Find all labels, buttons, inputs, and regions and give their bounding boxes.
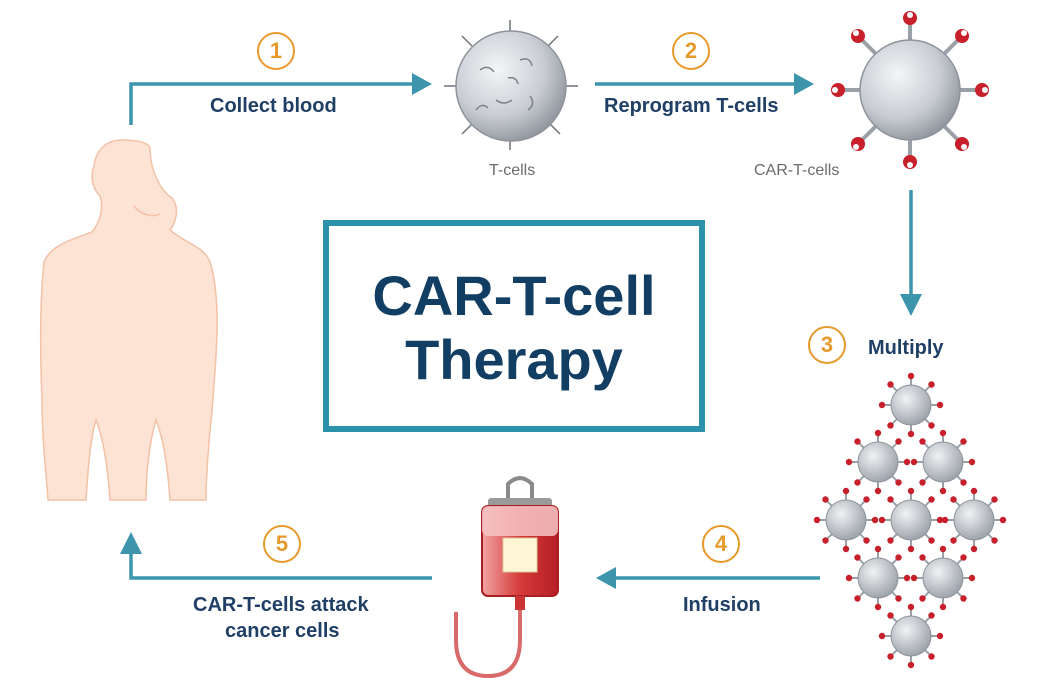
arrow-infusion-head [596,567,616,589]
car-t-cell-small-icon [845,429,911,495]
step-label-collect-blood: Collect blood [210,95,337,117]
car-t-cell-small-icon [941,487,1007,553]
human-body-icon [39,139,218,501]
iv-bag-icon [454,476,559,679]
car-t-cell-small-icon [813,487,879,553]
car-t-cell-small-icon [878,372,944,438]
step-circle-1: 1 [257,32,295,70]
arrow-reprogram-head [794,73,814,95]
arrow-attack-head [120,532,142,554]
step-label-attack-line2: cancer cells [225,620,340,642]
car-t-cell-small-icon [878,603,944,669]
arrow-attack [129,552,432,580]
step-circle-3: 3 [808,326,846,364]
title-line-2: Therapy [405,328,623,391]
arrow-collect-head [412,73,432,95]
car-t-cell-small-icon [910,545,976,611]
arrow-collect [129,82,414,125]
caption-t-cells: T-cells [489,162,536,179]
step-circle-2: 2 [672,32,710,70]
title-line-1: CAR-T-cell [372,264,656,327]
step-circle-5: 5 [263,525,301,563]
step-label-attack-line1: CAR-T-cells attack [193,594,369,616]
step-label-infusion: Infusion [683,594,761,616]
step-label-reprogram: Reprogram T-cells [604,95,779,117]
title-box: CAR-T-cell Therapy [323,220,705,432]
car-t-cell-icon [831,11,989,169]
t-cell-icon [444,20,578,150]
car-t-cell-small-icon [878,487,944,553]
step-label-multiply: Multiply [868,337,944,359]
car-t-cluster-icon [813,372,1007,669]
step-circle-4: 4 [702,525,740,563]
car-t-cell-small-icon [845,545,911,611]
car-t-cell-small-icon [910,429,976,495]
arrow-multiply-head [900,294,922,316]
caption-car-t-cells: CAR-T-cells [754,162,840,179]
